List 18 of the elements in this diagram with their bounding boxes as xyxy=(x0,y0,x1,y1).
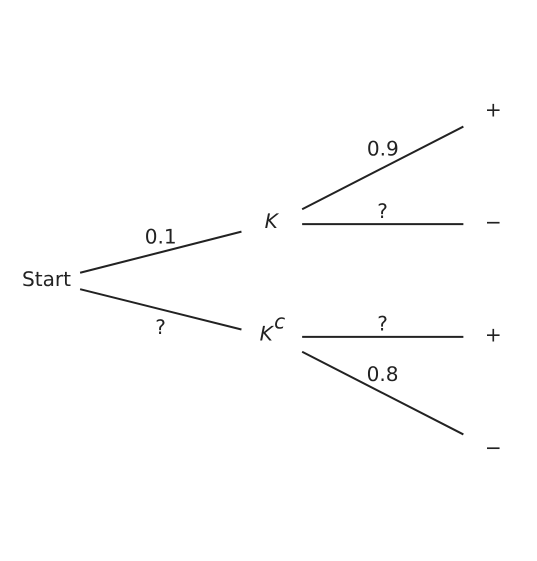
connector xyxy=(302,350,464,436)
connector xyxy=(302,223,464,226)
edge-label: 0.8 xyxy=(366,362,399,386)
connector xyxy=(80,230,242,274)
connector xyxy=(80,288,242,330)
node-text: K xyxy=(264,208,278,233)
node-text: − xyxy=(484,210,502,234)
edge-label: 0.9 xyxy=(366,136,399,160)
edge-label: ? xyxy=(377,198,388,223)
connector xyxy=(302,336,464,338)
node-text: + xyxy=(484,322,502,347)
edge-label: ? xyxy=(155,314,166,339)
node-text: − xyxy=(484,435,502,460)
node-text: + xyxy=(484,97,502,122)
edge-label: ? xyxy=(377,312,388,336)
edge-label: 0.1 xyxy=(144,224,177,249)
connector xyxy=(302,126,464,210)
node-text: Start xyxy=(22,266,72,291)
